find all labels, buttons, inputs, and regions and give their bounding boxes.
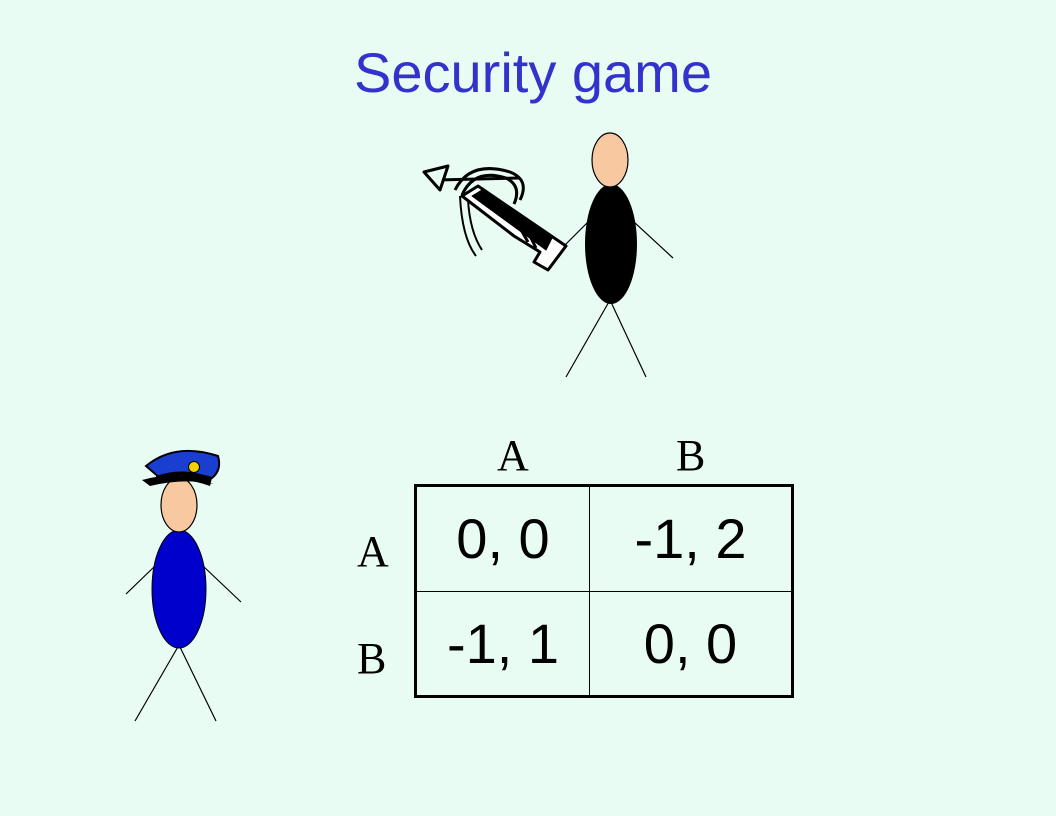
column-strategy-b-label: B bbox=[676, 431, 706, 480]
police-cap-icon bbox=[142, 449, 221, 486]
payoff-cell-b-a: -1, 1 bbox=[415, 590, 590, 697]
page-title: Security game bbox=[354, 41, 712, 104]
guard-head bbox=[160, 477, 198, 533]
row-strategy-a-label: A bbox=[357, 527, 389, 576]
guard-arms bbox=[125, 565, 242, 603]
attacker-body bbox=[585, 184, 637, 304]
matrix-row-a: 0, 0 -1, 2 bbox=[415, 484, 793, 592]
payoff-cell-a-a: 0, 0 bbox=[415, 484, 590, 592]
row-strategy-b-label: B bbox=[357, 634, 387, 683]
crossbow-icon bbox=[422, 164, 568, 272]
column-strategy-a-label: A bbox=[497, 431, 529, 480]
attacker-head bbox=[591, 132, 629, 188]
guard-legs bbox=[134, 644, 217, 722]
payoff-matrix: 0, 0 -1, 2 -1, 1 0, 0 bbox=[414, 484, 794, 698]
guard-body bbox=[151, 529, 207, 649]
attacker-legs bbox=[565, 299, 647, 378]
matrix-row-b: -1, 1 0, 0 bbox=[415, 590, 793, 697]
payoff-cell-a-b: -1, 2 bbox=[589, 484, 793, 592]
payoff-cell-b-b: 0, 0 bbox=[589, 590, 793, 697]
